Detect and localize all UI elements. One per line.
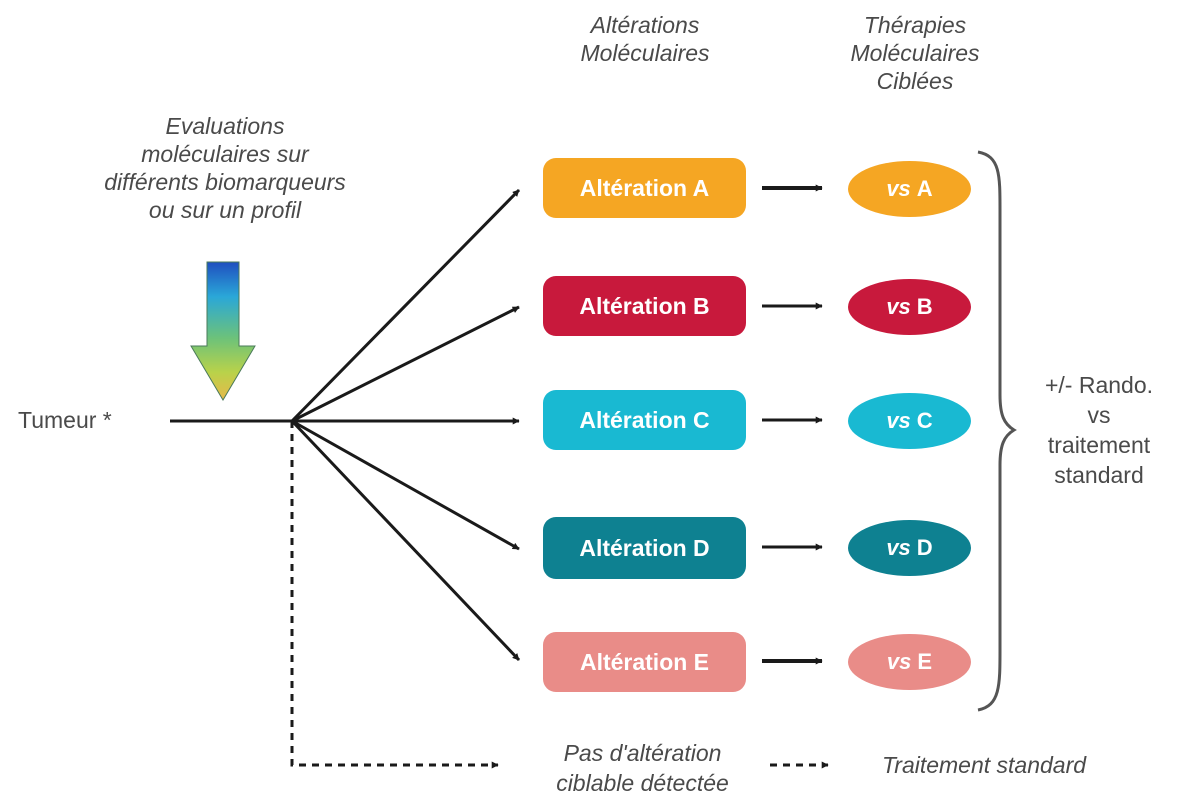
therapy-e-prefix: vs <box>886 649 912 674</box>
therapies-header: Thérapies Moléculaires Ciblées <box>850 12 980 94</box>
therapy-d-prefix: vs <box>886 535 911 560</box>
therapy-d-letter: D <box>916 535 933 560</box>
therapy-a-prefix: vs <box>886 176 911 201</box>
branch-arrow-e <box>290 419 521 662</box>
tumor-label: Tumeur * <box>18 407 112 433</box>
therapy-c-letter: C <box>916 408 933 433</box>
evaluation-text: Evaluations moléculaires sur différents … <box>104 113 346 223</box>
therapy-c-pill: vs C <box>848 393 971 449</box>
branch-arrow-b <box>291 305 520 423</box>
therapy-c-prefix: vs <box>886 408 911 433</box>
down-arrow-icon <box>190 261 256 401</box>
alteration-b-box: Altération B <box>543 276 746 336</box>
alteration-d-box: Altération D <box>543 517 746 579</box>
grouping-bracket <box>977 150 1017 712</box>
alteration-a-box: Altération A <box>543 158 746 218</box>
alteration-c-box: Altération C <box>543 390 746 450</box>
therapy-b-pill: vs B <box>848 279 971 335</box>
therapy-b-prefix: vs <box>886 294 911 319</box>
standard-treatment-text: Traitement standard <box>881 752 1087 778</box>
therapy-a-letter: A <box>916 176 933 201</box>
therapy-d-pill: vs D <box>848 520 971 576</box>
alterations-header: Altérations Moléculaires <box>580 12 710 66</box>
therapy-a-pill: vs A <box>848 161 971 217</box>
branch-arrow-a <box>290 188 521 423</box>
therapy-e-letter: E <box>917 649 933 674</box>
randomization-text: +/- Rando. vs traitement standard <box>1044 372 1154 488</box>
therapy-b-letter: B <box>916 294 933 319</box>
no-alteration-text: Pas d'altération ciblable détectée <box>556 740 729 796</box>
no-alteration-dashed-path <box>290 421 499 769</box>
therapy-e-pill: vs E <box>848 634 971 690</box>
branch-arrow-d <box>291 419 520 551</box>
alteration-e-box: Altération E <box>543 632 746 692</box>
